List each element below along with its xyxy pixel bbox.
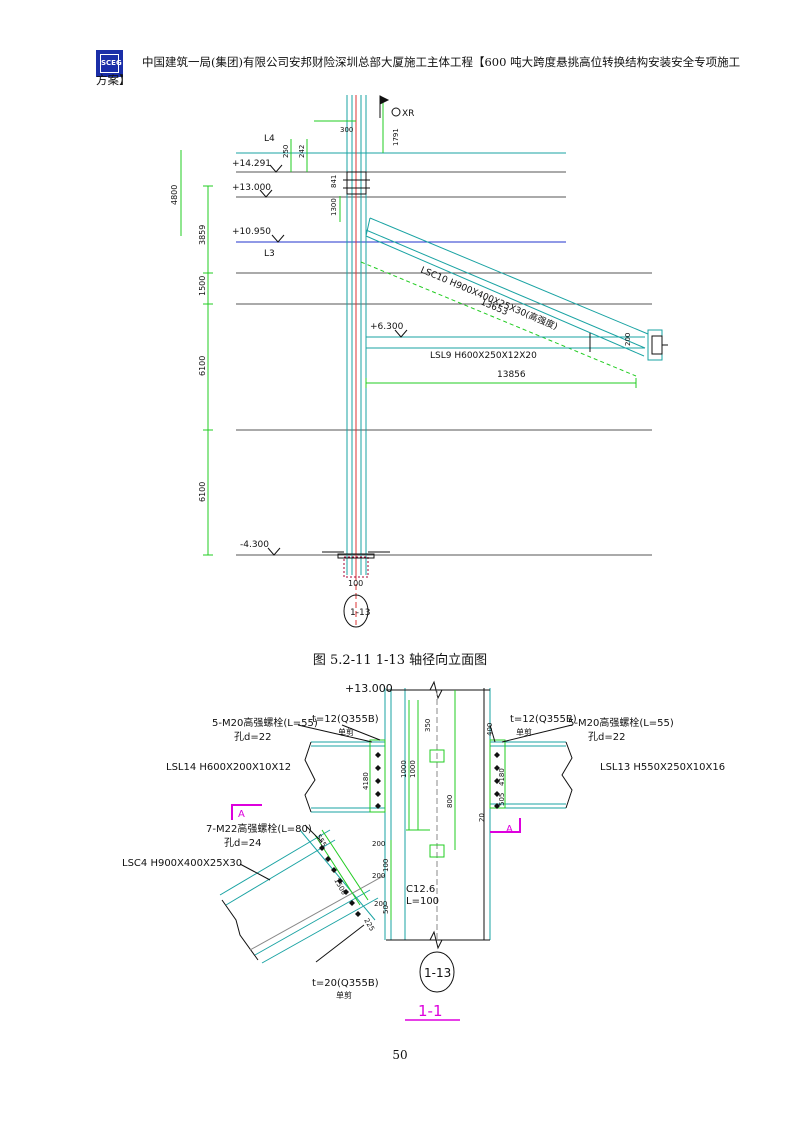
elev-6300: +6.300 xyxy=(370,322,404,332)
dim-4180-right: 4180 xyxy=(498,768,506,786)
mark-l4: L4 xyxy=(264,134,275,144)
dim-1000-b: 1000 xyxy=(409,760,417,778)
header-title: 中国建筑一局(集团)有限公司安邦财险深圳总部大厦施工主体工程【600 吨大跨度悬… xyxy=(96,52,782,87)
axis-label-fig1: 1-13 xyxy=(350,608,370,618)
header-line-1: 中国建筑一局(集团)有限公司安邦财险深圳总部大厦施工主体工程【600 吨大跨度悬… xyxy=(142,55,741,69)
dim-1000-a: 1000 xyxy=(400,760,408,778)
section-title: 1-1 xyxy=(418,1002,443,1020)
dim-left-6100-b: 6100 xyxy=(198,482,207,502)
dim-100: 100 xyxy=(382,859,390,872)
dim-left-1500: 1500 xyxy=(198,276,207,296)
diag-beam-label: LSC4 H900X400X25X30 xyxy=(122,858,242,869)
logo-mark: SCEG xyxy=(100,54,122,73)
diag-hole-label: 孔d=24 xyxy=(224,837,261,849)
dim-242: 242 xyxy=(298,145,306,158)
page-number: 50 xyxy=(392,1048,408,1062)
section-mark-left: A xyxy=(238,809,245,820)
dim-350: 350 xyxy=(424,719,432,732)
dim-base-100: 100 xyxy=(348,579,363,588)
channel-length: L=100 xyxy=(406,896,439,907)
company-logo: SCEG xyxy=(96,50,123,77)
mark-xr: XR xyxy=(402,109,414,119)
right-plate-sub: 单剪 xyxy=(516,727,532,737)
elev-13000: +13.000 xyxy=(232,183,271,193)
right-bolt-label: 5-M20高强螺栓(L=55) xyxy=(568,716,674,729)
figure2-detail xyxy=(219,680,573,1021)
figure1-labels: +14.291 +13.000 +10.950 +6.300 -4.300 L4… xyxy=(170,109,632,618)
elev-14291: +14.291 xyxy=(232,159,271,169)
left-hole-label: 孔d=22 xyxy=(234,731,271,743)
dim-1791: 1791 xyxy=(392,128,400,146)
axis-label-fig2: 1-13 xyxy=(424,966,451,980)
dim-left-4800: 4800 xyxy=(170,185,179,205)
dim-200: 200 xyxy=(624,333,632,346)
channel-label: C12.6 xyxy=(406,884,435,895)
right-hole-label: 孔d=22 xyxy=(588,731,625,743)
mark-l3: L3 xyxy=(264,249,275,259)
dim-250: 250 xyxy=(282,145,290,158)
figure2-labels: +13.000 t=12(Q355B) 单剪 5-M20高强螺栓(L=55) 孔… xyxy=(122,682,725,1020)
dim-300: 300 xyxy=(340,126,353,134)
right-plate-label: t=12(Q355B) xyxy=(510,714,577,725)
section-mark-right: A xyxy=(506,824,513,835)
dim-200-a: 200 xyxy=(372,840,385,848)
figure1-elevation xyxy=(180,95,668,628)
dim-200-c: 200 xyxy=(374,900,387,908)
beam-lsc10: LSC10 H900X400X25X30(高强度) xyxy=(419,264,560,333)
left-bolt-label: 5-M20高强螺栓(L=55) xyxy=(212,716,318,729)
dim-4180-left: 4180 xyxy=(362,772,370,790)
dim-841: 841 xyxy=(330,175,338,188)
dim-800: 800 xyxy=(446,795,454,808)
left-plate-label: t=12(Q355B) xyxy=(312,714,379,725)
dim-left-3859: 3859 xyxy=(198,225,207,245)
dim-left-6100-a: 6100 xyxy=(198,356,207,376)
figure-caption: 图 5.2-11 1-13 轴径向立面图 xyxy=(312,653,488,668)
detail-elevation: +13.000 xyxy=(345,682,393,695)
dim-200-b: 200 xyxy=(372,872,385,880)
diag-bolt-label: 7-M22高强螺栓(L=80) xyxy=(206,822,312,835)
dim-505: 505 xyxy=(498,793,506,806)
right-beam-label: LSL13 H550X250X10X16 xyxy=(600,762,725,773)
left-beam-label: LSL14 H600X200X10X12 xyxy=(166,762,291,773)
dim-1300: 1300 xyxy=(330,198,338,216)
dim-400: 400 xyxy=(486,723,494,736)
beam-lsl9: LSL9 H600X250X12X20 xyxy=(430,351,537,361)
bottom-plate-sub: 单剪 xyxy=(336,990,352,1000)
dim-20: 20 xyxy=(478,813,486,822)
left-plate-sub: 单剪 xyxy=(338,727,354,737)
dim-1500: 1500 xyxy=(332,877,348,896)
dim-50: 50 xyxy=(382,905,390,914)
elev-neg-4300: -4.300 xyxy=(240,540,269,550)
bottom-plate-label: t=20(Q355B) xyxy=(312,978,379,989)
dim-13856: 13856 xyxy=(497,370,526,380)
page-header: SCEG 中国建筑一局(集团)有限公司安邦财险深圳总部大厦施工主体工程【600 … xyxy=(96,44,776,90)
header-line-2: 方案】 xyxy=(96,73,131,87)
elev-10950: +10.950 xyxy=(232,227,271,237)
